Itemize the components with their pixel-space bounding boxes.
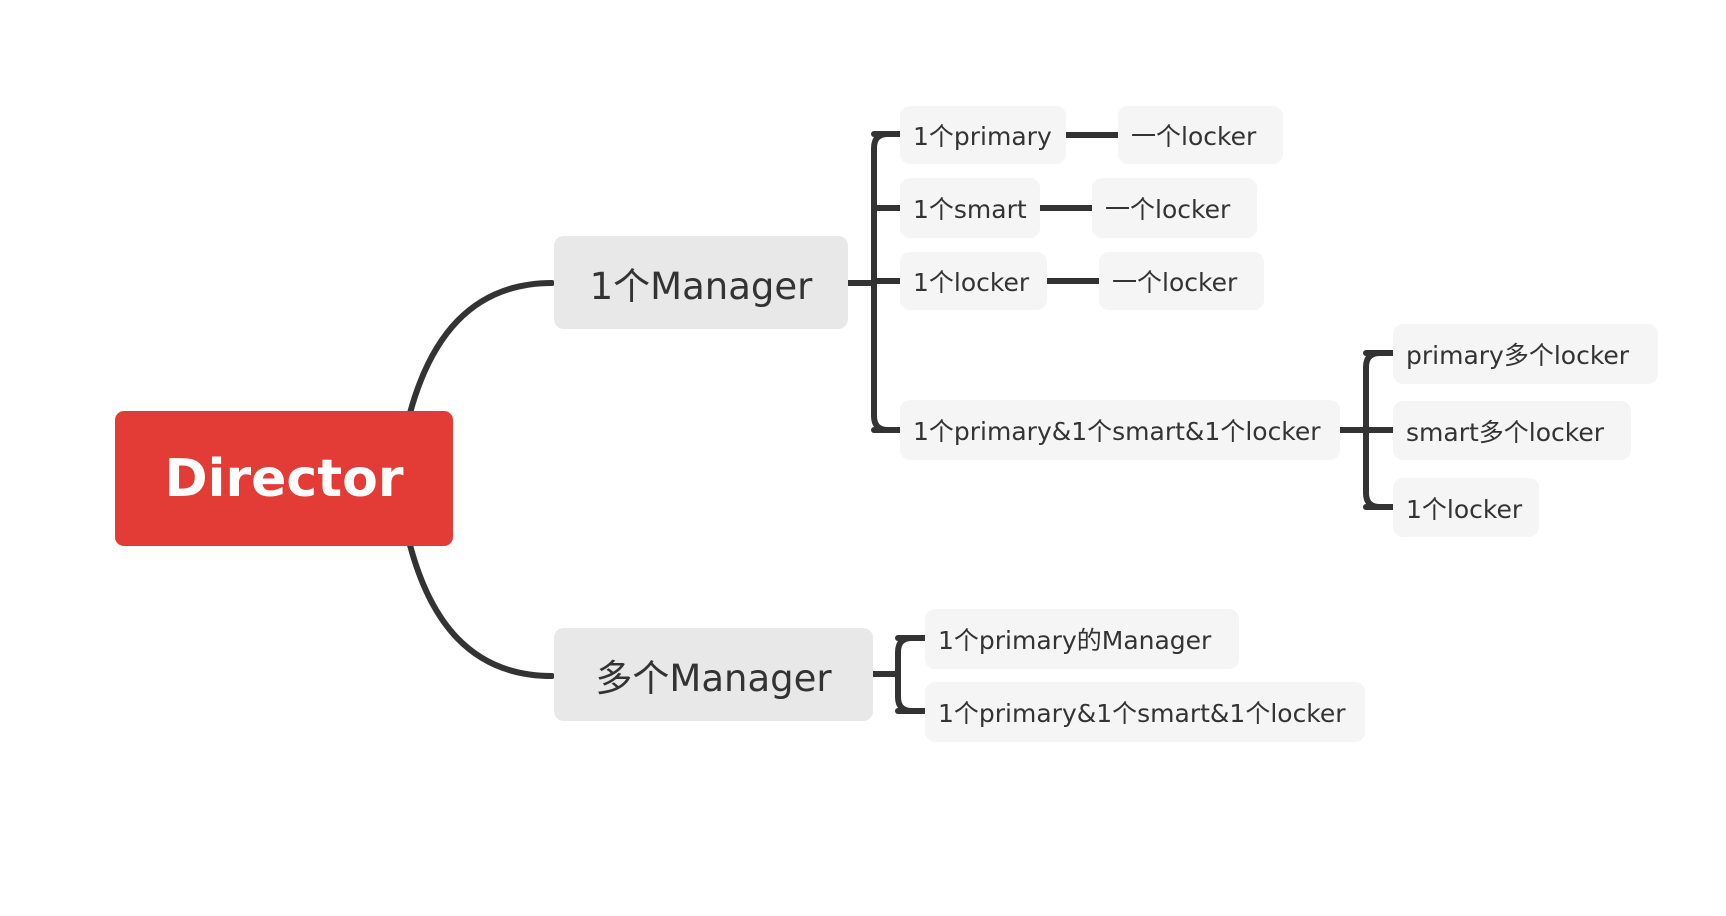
leaf-primary-multi-locker[interactable]: primary多个locker bbox=[1393, 324, 1658, 384]
leaf-smart-one-locker[interactable]: 一个locker bbox=[1092, 178, 1257, 238]
connector-root-manager1 bbox=[407, 280, 555, 416]
leaf-smart-multi-locker[interactable]: smart多个locker bbox=[1393, 401, 1631, 460]
leaf-primary-one-locker[interactable]: 一个locker bbox=[1118, 106, 1283, 164]
branch-node-one-manager[interactable]: 1个Manager bbox=[554, 236, 848, 329]
subtopic-one-locker[interactable]: 1个locker bbox=[900, 252, 1047, 310]
subtopic-one-primary[interactable]: 1个primary bbox=[900, 106, 1066, 164]
branch-node-multi-manager[interactable]: 多个Manager bbox=[554, 628, 873, 721]
leaf-one-locker[interactable]: 1个locker bbox=[1393, 478, 1539, 537]
root-node-director[interactable]: Director bbox=[115, 411, 453, 546]
subtopic-primary-manager[interactable]: 1个primary的Manager bbox=[925, 609, 1239, 669]
subtopic-primary-smart-locker[interactable]: 1个primary&1个smart&1个locker bbox=[900, 400, 1340, 460]
leaf-locker-one-locker[interactable]: 一个locker bbox=[1099, 252, 1264, 310]
connector-manager2-bracket bbox=[895, 635, 915, 714]
subtopic-primary-smart-locker-2[interactable]: 1个primary&1个smart&1个locker bbox=[925, 682, 1365, 742]
subtopic-one-smart[interactable]: 1个smart bbox=[900, 178, 1040, 238]
connector-root-manager2 bbox=[407, 542, 555, 679]
